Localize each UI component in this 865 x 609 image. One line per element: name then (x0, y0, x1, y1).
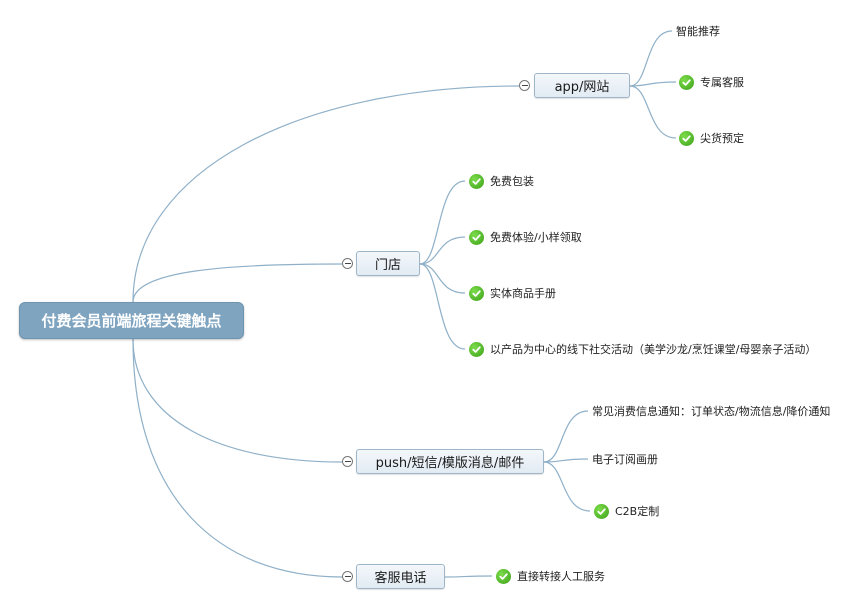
branch-to-leaf-connector (444, 575, 493, 578)
leaf-item[interactable]: 免费体验/小样领取 (469, 229, 582, 245)
check-circle-icon (594, 503, 609, 519)
check-circle-icon (469, 285, 484, 301)
branch-push-sms[interactable]: push/短信/模版消息/邮件 (356, 449, 544, 474)
check-circle-icon (496, 568, 511, 584)
collapse-toggle-icon[interactable] (342, 258, 353, 269)
branch-to-leaf-connector (419, 263, 466, 294)
root-to-branch-connector (132, 338, 343, 463)
root-topic[interactable]: 付费会员前端旅程关键触点 (19, 302, 244, 339)
collapse-toggle-icon[interactable] (342, 571, 353, 582)
leaf-label: 尖货预定 (700, 132, 744, 145)
branch-to-leaf-connector (629, 30, 673, 87)
root-to-branch-connector (132, 338, 343, 578)
branch-to-leaf-connector (543, 410, 589, 463)
branch-to-leaf-connector (419, 180, 466, 265)
leaf-item[interactable]: 免费包装 (469, 173, 534, 189)
branch-to-leaf-connector (543, 461, 591, 512)
root-to-branch-connector (132, 263, 343, 303)
leaf-label: C2B定制 (615, 505, 660, 518)
leaf-label: 以产品为中心的线下社交活动（美学沙龙/烹饪课堂/母婴亲子活动） (490, 343, 817, 356)
check-circle-icon (469, 229, 484, 245)
check-circle-icon (679, 130, 694, 146)
branch-store[interactable]: 门店 (356, 251, 420, 276)
leaf-label: 实体商品手册 (490, 287, 556, 300)
branch-label: push/短信/模版消息/邮件 (375, 456, 525, 471)
leaf-label: 直接转接人工服务 (517, 570, 605, 583)
collapse-toggle-icon[interactable] (342, 456, 353, 467)
collapse-toggle-icon[interactable] (519, 80, 530, 91)
branch-label: 门店 (374, 258, 401, 273)
leaf-label: 专属客服 (700, 76, 744, 89)
check-circle-icon (679, 74, 694, 90)
check-circle-icon (469, 173, 484, 189)
leaf-item[interactable]: C2B定制 (594, 503, 659, 519)
leaf-item[interactable]: 尖货预定 (679, 130, 744, 146)
leaf-label: 免费包装 (490, 175, 534, 188)
leaf-item[interactable]: 实体商品手册 (469, 285, 556, 301)
leaf-item[interactable]: 智能推荐 (676, 23, 720, 39)
leaf-item[interactable]: 常见消费信息通知：订单状态/物流信息/降价通知 (592, 403, 830, 419)
leaf-item[interactable]: 以产品为中心的线下社交活动（美学沙龙/烹饪课堂/母婴亲子活动） (469, 341, 816, 357)
leaf-item[interactable]: 电子订阅画册 (592, 451, 658, 467)
branch-to-leaf-connector (629, 81, 677, 87)
root-topic-label: 付费会员前端旅程关键触点 (41, 312, 222, 330)
leaf-label: 智能推荐 (676, 25, 720, 38)
branch-to-leaf-connector (419, 263, 466, 350)
leaf-label: 常见消费信息通知：订单状态/物流信息/降价通知 (592, 405, 831, 418)
branch-phone-service[interactable]: 客服电话 (356, 564, 445, 589)
branch-to-leaf-connector (543, 458, 589, 463)
leaf-label: 电子订阅画册 (592, 453, 658, 466)
leaf-item[interactable]: 直接转接人工服务 (496, 568, 605, 584)
branch-label: 客服电话 (374, 571, 427, 586)
branch-label: app/网站 (554, 80, 610, 95)
root-to-branch-connector (132, 85, 520, 303)
branch-app-website[interactable]: app/网站 (534, 73, 630, 98)
leaf-label: 免费体验/小样领取 (490, 231, 582, 244)
check-circle-icon (469, 341, 484, 357)
branch-to-leaf-connector (419, 236, 466, 265)
branch-to-leaf-connector (629, 85, 677, 139)
leaf-item[interactable]: 专属客服 (679, 74, 744, 90)
